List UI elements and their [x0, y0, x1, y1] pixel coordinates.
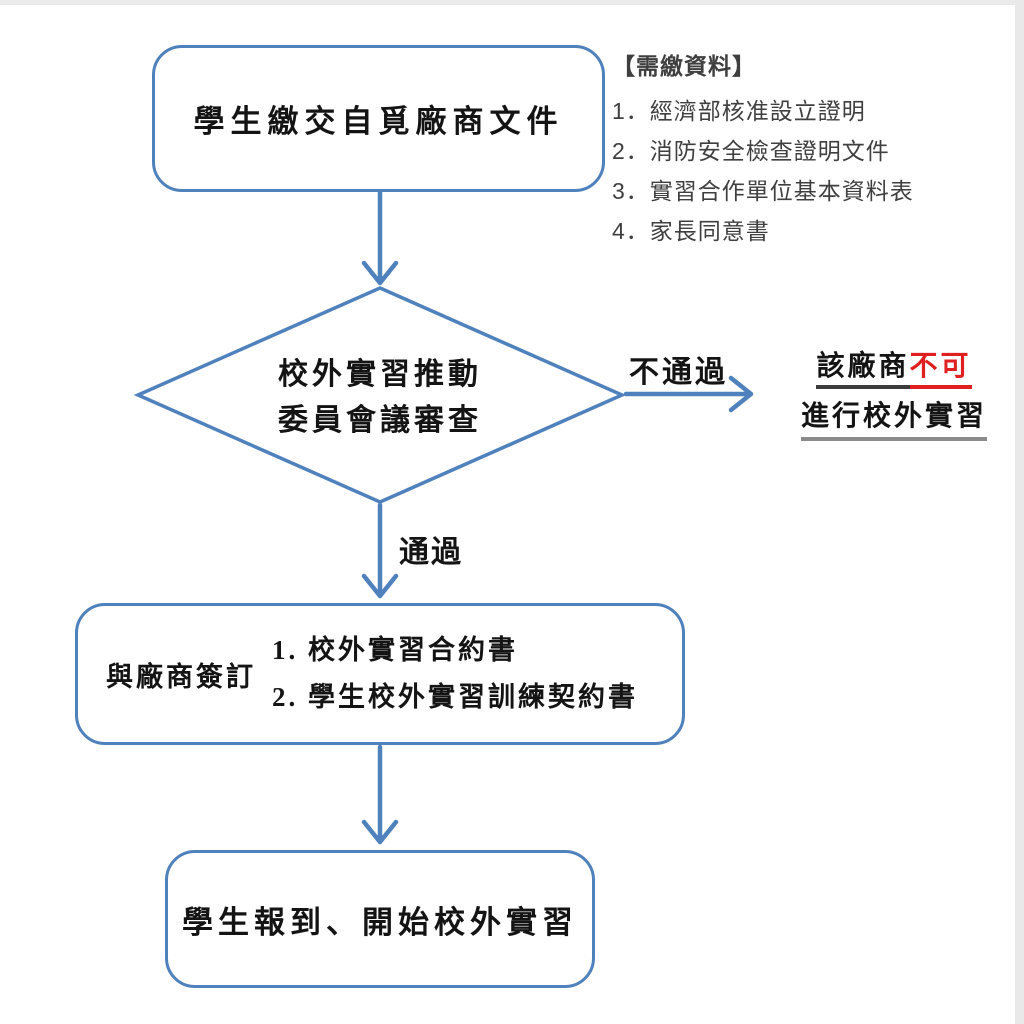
fail-branch-label: 不通過	[629, 356, 728, 389]
fail-result-vendor: 該廠商	[816, 351, 910, 389]
node-start-internship-label: 學生報到、開始校外實習	[182, 904, 578, 940]
decision-node-label: 校外實習推動 委員會議審查	[230, 352, 530, 444]
decision-line-1: 校外實習推動	[278, 358, 482, 391]
node-submit-documents: 學生繳交自覓廠商文件	[152, 45, 605, 192]
doc-item: 2．消防安全檢查證明文件	[612, 138, 890, 164]
decision-line-2: 委員會議審查	[278, 404, 482, 437]
required-documents-note: 【需繳資料】 1．經濟部核准設立證明 2．消防安全檢查證明文件 3．實習合作單位…	[612, 47, 1017, 251]
contract-item: 1. 校外實習合約書	[272, 635, 518, 665]
node-start-internship: 學生報到、開始校外實習	[165, 850, 595, 988]
fail-result-text: 該廠商不可 進行校外實習	[768, 344, 1020, 441]
required-documents-title: 【需繳資料】	[612, 53, 756, 79]
node-sign-contracts: 與廠商簽訂 1. 校外實習合約書 2. 學生校外實習訓練契約書	[75, 603, 685, 745]
sign-contracts-items: 1. 校外實習合約書 2. 學生校外實習訓練契約書	[272, 627, 638, 721]
arrowhead-decision-to-fail	[728, 375, 754, 413]
page-edge-top	[0, 0, 1024, 5]
arrowhead-sign-to-final	[361, 819, 399, 845]
doc-item: 3．實習合作單位基本資料表	[612, 178, 914, 204]
page-edge-right	[1015, 0, 1024, 1024]
pass-branch-label: 通過	[399, 536, 463, 569]
doc-item: 4．家長同意書	[612, 218, 770, 244]
contract-item: 2. 學生校外實習訓練契約書	[272, 682, 638, 712]
doc-item: 1．經濟部核准設立證明	[612, 98, 866, 124]
arrowhead-decision-to-sign	[361, 573, 399, 599]
decision-diamond-shape	[133, 286, 627, 504]
node-submit-documents-label: 學生繳交自覓廠商文件	[193, 104, 564, 139]
fail-result-line-2: 進行校外實習	[768, 394, 1020, 441]
fail-result-not-allowed: 不可	[909, 351, 972, 389]
sign-contracts-prefix: 與廠商簽訂	[106, 661, 256, 692]
fail-result-line-1: 該廠商不可	[768, 344, 1020, 389]
arrowhead-submit-to-decision	[361, 260, 399, 286]
